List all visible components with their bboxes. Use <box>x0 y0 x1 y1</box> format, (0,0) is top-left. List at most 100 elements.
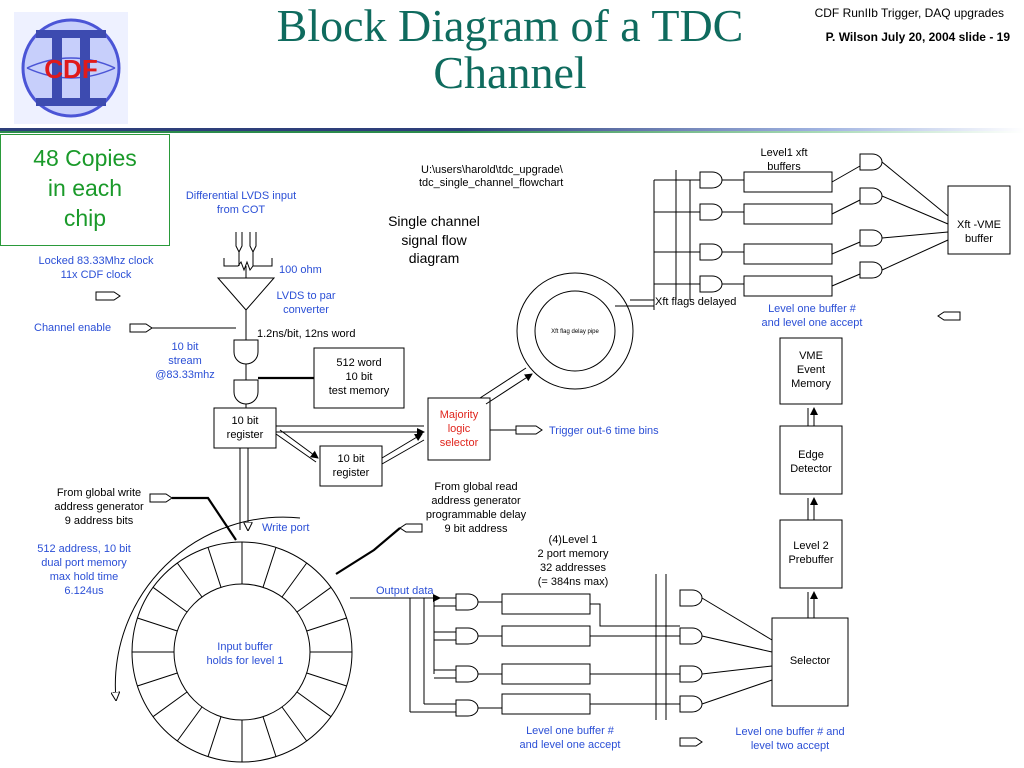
svg-text:(4)Level 1: (4)Level 1 <box>549 534 598 546</box>
level1-memory-4 <box>501 693 591 715</box>
svg-text:100 ohm: 100 ohm <box>279 264 322 276</box>
callout-line-3: chip <box>63 205 107 231</box>
level1-memory-2 <box>501 625 591 647</box>
path-line-2: tdc_single_channel_flowchart <box>419 177 563 189</box>
svg-text:Detector: Detector <box>790 463 832 475</box>
conference-label: CDF RunIIb Trigger, DAQ upgrades <box>814 6 1004 20</box>
level-one-accept-top-label: Level one buffer # and level one accept <box>762 303 863 329</box>
svg-text:10 bit: 10 bit <box>172 341 199 353</box>
xft-vme-buffer-label: Xft -VME buffer <box>957 219 1001 245</box>
svg-text:Xft -VME: Xft -VME <box>957 219 1001 231</box>
svg-text:9 address bits: 9 address bits <box>65 515 134 527</box>
xft-flags-delayed-label: Xft flags delayed <box>655 296 736 308</box>
callout-line-1: 48 Copies <box>33 145 137 171</box>
vme-event-memory-box <box>779 337 843 405</box>
test-memory-box <box>313 347 405 409</box>
svg-text:Memory: Memory <box>791 378 831 390</box>
logo-orbit <box>26 57 116 79</box>
svg-text:Level 2: Level 2 <box>793 540 828 552</box>
enable-and-gate <box>233 339 259 365</box>
svg-text:Input buffer: Input buffer <box>217 641 273 653</box>
xft-vme-buffer-box <box>947 185 1011 255</box>
title-line-1: Block Diagram of a TDC <box>276 0 744 51</box>
flow-title: Single channel signal flow diagram <box>388 213 480 266</box>
input-buffer-segments <box>132 542 352 762</box>
xft-buffer-1 <box>743 171 833 193</box>
svg-text:VME: VME <box>799 350 823 362</box>
svg-text:10 bit: 10 bit <box>232 415 259 427</box>
callout-line-2: in each <box>47 175 123 201</box>
cdf-logo: CDF <box>14 12 128 124</box>
differential-input-label: Differential LVDS input from COT <box>186 190 296 216</box>
level1-xft-label: Level1 xft buffers <box>760 147 807 173</box>
svg-text:buffers: buffers <box>767 161 801 173</box>
register-2-label: 10 bit register <box>333 453 370 479</box>
svg-text:Majority: Majority <box>440 409 479 421</box>
svg-text:9 bit address: 9 bit address <box>445 523 508 535</box>
svg-text:diagram: diagram <box>409 250 460 266</box>
stream-label: 10 bit stream @83.33mhz <box>155 341 214 381</box>
xft-output-gates <box>831 153 949 287</box>
lvds-converter-label: LVDS to par converter <box>276 290 335 316</box>
register-1-label: 10 bit register <box>227 415 264 441</box>
path-line-1: U:\users\harold\tdc_upgrade\ <box>421 164 564 176</box>
level2-prebuffer-label: Level 2 Prebuffer <box>788 540 833 566</box>
svg-text:10 bit: 10 bit <box>346 371 373 383</box>
xft-buffer-row-1 <box>654 171 833 193</box>
xft-buffer-4 <box>743 275 833 297</box>
lvds-converter <box>216 277 276 311</box>
svg-text:(= 384ns max): (= 384ns max) <box>538 576 609 588</box>
title-line-2: Channel <box>433 47 587 98</box>
trigger-out-label: Trigger out-6 time bins <box>549 425 659 437</box>
level1-memory-row-1 <box>434 593 680 627</box>
copies-callout: 48 Copies in each chip <box>0 134 170 246</box>
input-buffer-wheel <box>131 541 353 763</box>
dual-port-memory-label: 512 address, 10 bit dual port memory max… <box>37 543 131 597</box>
selector-label: Selector <box>790 655 831 667</box>
level1-output-bus <box>655 574 667 720</box>
level1-memory-3 <box>501 663 591 685</box>
level1-memory-label: (4)Level 1 2 port memory 32 addresses (=… <box>538 534 609 588</box>
svg-text:signal flow: signal flow <box>401 232 467 248</box>
svg-text:32 addresses: 32 addresses <box>540 562 607 574</box>
svg-text:register: register <box>333 467 370 479</box>
edge-detector-label: Edge Detector <box>790 449 832 475</box>
title-divider <box>0 128 1024 133</box>
read-address-label: From global read address generator progr… <box>426 481 527 535</box>
svg-text:Single channel: Single channel <box>388 213 480 229</box>
vme-event-memory-label: VME Event Memory <box>791 350 831 390</box>
channel-enable-label: Channel enable <box>34 322 111 334</box>
xft-buffer-row-2 <box>654 203 833 225</box>
register-to-majority-arrows <box>275 426 424 464</box>
svg-text:address generator: address generator <box>54 501 144 513</box>
svg-text:Level one buffer #: Level one buffer # <box>526 725 615 737</box>
xft-delay-pipe-label: Xft flag delay pipe <box>551 329 599 335</box>
svg-text:LVDS to par: LVDS to par <box>276 290 335 302</box>
clock-connector-icon <box>95 291 121 301</box>
level1-memory-1 <box>501 593 591 615</box>
selector-input-gates <box>679 589 773 713</box>
svg-text:2 port memory: 2 port memory <box>538 548 609 560</box>
selector-to-prebuffer-arrow <box>808 592 814 618</box>
register-to-buffer-arrow <box>240 448 248 530</box>
prebuffer-to-edge-arrow <box>808 498 814 520</box>
svg-text:@83.33mhz: @83.33mhz <box>155 369 214 381</box>
bitrate-label: 1.2ns/bit, 12ns word <box>257 328 355 340</box>
input-buffer-label: Input buffer holds for level 1 <box>206 641 283 667</box>
svg-text:Differential LVDS input: Differential LVDS input <box>186 190 296 202</box>
logo-ring <box>21 18 121 118</box>
slide-title: Block Diagram of a TDC Channel <box>150 2 870 96</box>
lvds-input-connectors <box>235 232 257 266</box>
edge-detector-box <box>779 425 843 495</box>
svg-text:test memory: test memory <box>329 385 390 397</box>
xft-select-lines <box>675 170 691 300</box>
level1-memory-row-2 <box>434 625 680 647</box>
write-address-connector-icon <box>149 493 173 503</box>
svg-text:Edge: Edge <box>798 449 824 461</box>
xft-buffer-row-4 <box>654 275 833 297</box>
level1-memory-row-3 <box>434 663 680 685</box>
trigger-out-connector-icon <box>515 425 543 435</box>
svg-text:11x CDF clock: 11x CDF clock <box>61 269 132 281</box>
xft-buffer-3 <box>743 243 833 265</box>
